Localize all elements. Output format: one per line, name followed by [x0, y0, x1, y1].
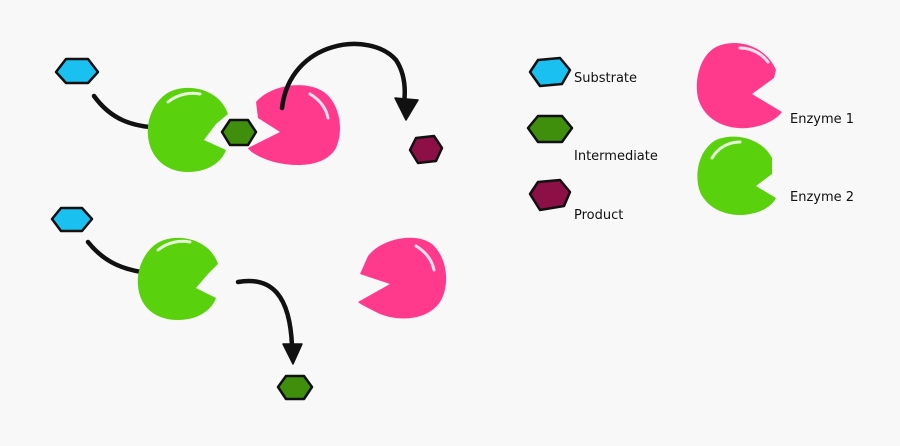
arrow-head [282, 343, 303, 365]
legend-item-product: Product [528, 178, 623, 223]
substrate-hexagon [50, 206, 94, 233]
bottom-pathway [50, 206, 447, 401]
intermediate-hexagon [220, 118, 258, 147]
arrow-enzyme1-to-product [279, 41, 407, 111]
legend-item-substrate: Substrate [528, 56, 637, 88]
legend: Substrate Intermediate Product Enzyme 1 … [526, 43, 854, 223]
enzyme1-legend-swatch [696, 43, 782, 129]
legend-label-enzyme2: Enzyme 2 [790, 190, 854, 205]
enzyme2-legend-swatch [697, 136, 776, 216]
legend-item-enzyme1: Enzyme 1 [696, 43, 854, 129]
product-hexagon [408, 134, 444, 165]
enzyme1-shape [248, 85, 340, 166]
legend-label-product: Product [574, 208, 623, 223]
legend-label-substrate: Substrate [574, 71, 637, 86]
legend-label-intermediate: Intermediate [574, 149, 658, 164]
enzyme2-shape [137, 237, 218, 320]
legend-item-enzyme2: Enzyme 2 [697, 136, 854, 216]
intermediate-hexagon [276, 374, 314, 401]
substrate-legend-swatch [528, 56, 572, 88]
top-pathway [54, 41, 444, 172]
arrow-head [394, 97, 419, 121]
product-legend-swatch [528, 178, 572, 212]
substrate-hexagon [54, 57, 100, 85]
enzyme2-shape [147, 87, 228, 172]
enzyme1-shape [358, 237, 447, 319]
intermediate-legend-swatch [526, 114, 574, 144]
legend-item-intermediate: Intermediate [526, 114, 658, 164]
legend-label-enzyme1: Enzyme 1 [790, 112, 854, 127]
arrow-enzyme2-to-intermediate [235, 278, 295, 349]
